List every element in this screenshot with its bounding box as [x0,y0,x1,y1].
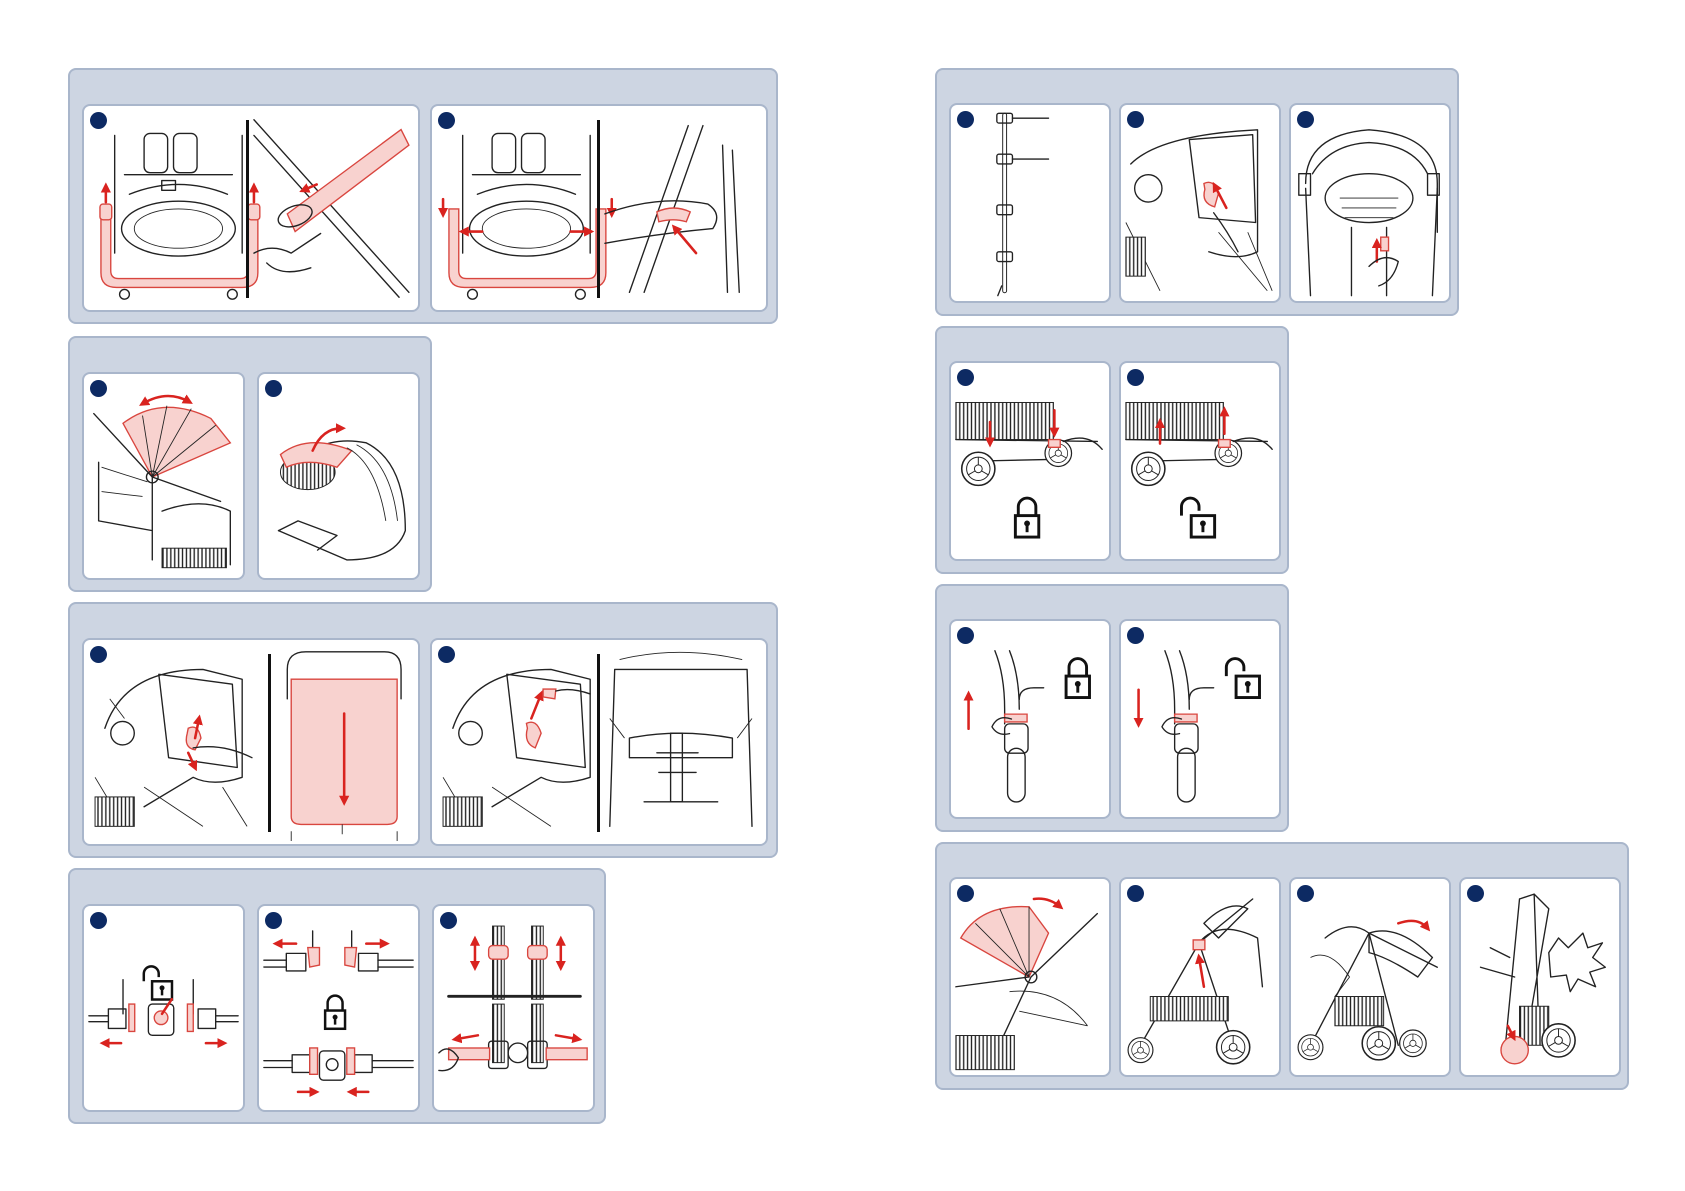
step-panel-swivel-unlock [1119,619,1281,819]
lock-icon [1015,498,1038,537]
step-number-badge [440,912,457,929]
unlock-icon [1226,659,1259,698]
bumper-release-detail-illustration [84,106,418,310]
step-panel-open-bumper [430,104,768,312]
fold-lock-illustration [1461,879,1619,1075]
instruction-group-brake [935,326,1289,574]
harness-buckle-illustration [259,906,418,1110]
fold-collapse-illustration [1291,879,1449,1075]
strap-insert-illustration [1121,105,1279,301]
swivel-unlock-illustration [1121,621,1279,817]
step-panel-fold-collapse [1289,877,1451,1077]
instruction-group-seat-back [68,602,778,858]
strap-thread-illustration [1291,105,1449,301]
step-panel-canopy-visor [257,372,420,580]
fold-canopy-illustration [951,879,1109,1075]
step-panel-harness-buckle [257,904,420,1112]
step-number-badge [1297,111,1314,128]
instruction-group-swivel-wheel [935,584,1289,832]
step-number-badge [265,912,282,929]
step-number-badge [1297,885,1314,902]
step-panel-seat-back-release [82,638,420,846]
step-number-badge [1127,627,1144,644]
step-panel-brake-unlock [1119,361,1281,561]
instruction-group-bumper-bar [68,68,778,324]
step-panel-remove-bumper [82,104,420,312]
step-panel-harness-adjust [432,904,595,1112]
harness-adjust-illustration [434,906,593,1110]
step-number-badge [957,885,974,902]
step-number-badge [957,111,974,128]
step-panel-fold-canopy [949,877,1111,1077]
step-panel-brake-lock [949,361,1111,561]
step-number-badge [90,112,107,129]
unlock-icon [1181,498,1214,537]
lock-icon [1066,659,1089,698]
step-number-badge [438,112,455,129]
canopy-unfold-illustration [84,374,243,578]
step-panel-fold-lock [1459,877,1621,1077]
brake-unlock-illustration [1121,363,1279,559]
canopy-visor-illustration [259,374,418,578]
harness-release-illustration [84,906,243,1110]
step-number-badge [957,369,974,386]
step-number-badge [90,912,107,929]
step-panel-harness-open [82,904,245,1112]
seat-back-unroll-illustration [84,640,418,844]
step-panel-swivel-lock [949,619,1111,819]
instruction-group-harness [68,868,606,1124]
step-number-badge [265,380,282,397]
swivel-lock-illustration [951,621,1109,817]
step-panel-strap-insert [1119,103,1281,303]
instruction-group-shoulder-height [935,68,1459,316]
step-panel-strap-thread [1289,103,1451,303]
step-number-badge [1127,111,1144,128]
step-number-badge [90,646,107,663]
brake-lock-illustration [951,363,1109,559]
strap-slots-illustration [951,105,1109,301]
seat-rear-view-illustration [432,640,766,844]
fold-release-illustration [1121,879,1279,1075]
step-number-badge [90,380,107,397]
step-panel-canopy-open [82,372,245,580]
step-panel-strap-slots [949,103,1111,303]
step-number-badge [438,646,455,663]
step-number-badge [1127,369,1144,386]
bumper-button-detail-illustration [432,106,766,310]
step-number-badge [1127,885,1144,902]
step-panel-seat-back-strap [430,638,768,846]
step-panel-fold-release [1119,877,1281,1077]
instruction-group-canopy [68,336,432,592]
instruction-group-fold [935,842,1629,1090]
step-number-badge [957,627,974,644]
step-number-badge [1467,885,1484,902]
